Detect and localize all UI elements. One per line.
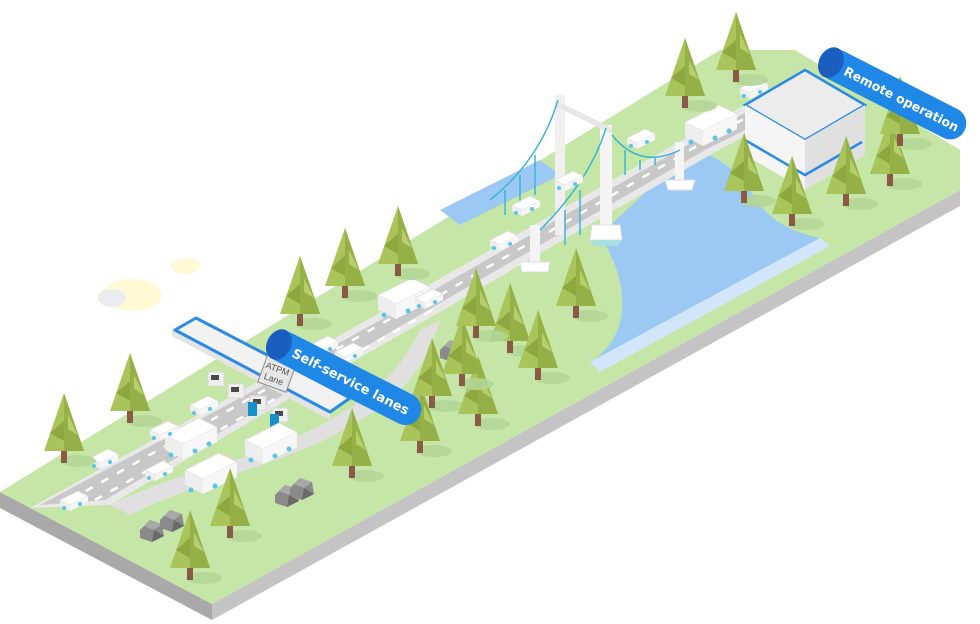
clouds <box>98 258 201 311</box>
suspension-bridge <box>489 95 696 273</box>
toll-plaza: ATPM Lane <box>172 316 352 428</box>
